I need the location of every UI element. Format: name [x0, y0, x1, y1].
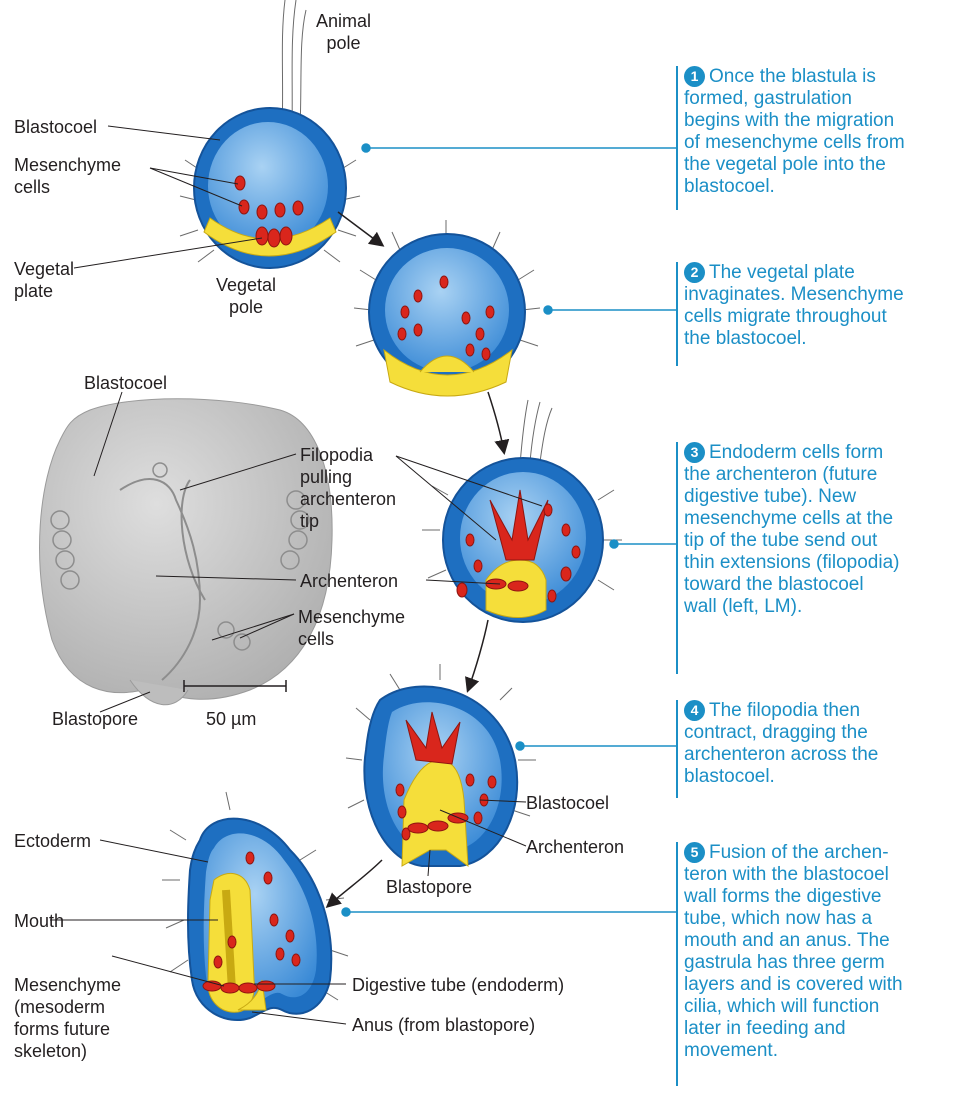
- light-micrograph: [40, 399, 333, 705]
- step-number-badge: 4: [684, 700, 705, 721]
- label-digestive-tube: Digestive tube (endoderm): [352, 974, 564, 996]
- label-blastopore-4: Blastopore: [386, 876, 472, 898]
- embryo-stage-3: [422, 400, 622, 622]
- label-blastocoel-4: Blastocoel: [526, 792, 609, 814]
- step-2-bar: [676, 262, 678, 366]
- step-number-badge: 5: [684, 842, 705, 863]
- label-archenteron-lm: Archenteron: [300, 570, 398, 592]
- label-scale-bar: 50 µm: [206, 708, 256, 730]
- label-mouth: Mouth: [14, 910, 64, 932]
- step-number-badge: 3: [684, 442, 705, 463]
- label-ectoderm: Ectoderm: [14, 830, 91, 852]
- label-archenteron-4: Archenteron: [526, 836, 624, 858]
- step-4-bar: [676, 700, 678, 798]
- step-1-bar: [676, 66, 678, 210]
- step-number-badge: 1: [684, 66, 705, 87]
- embryo-stage-2: [354, 220, 540, 396]
- label-blastocoel-1: Blastocoel: [14, 116, 97, 138]
- label-blastocoel-lm: Blastocoel: [84, 372, 167, 394]
- embryo-stage-4: [346, 664, 536, 866]
- step-number-badge: 2: [684, 262, 705, 283]
- label-blastopore-lm: Blastopore: [52, 708, 138, 730]
- step-3-bar: [676, 442, 678, 674]
- step-5-bar: [676, 842, 678, 1086]
- label-anus: Anus (from blastopore): [352, 1014, 535, 1036]
- embryo-stage-5: [162, 792, 348, 1020]
